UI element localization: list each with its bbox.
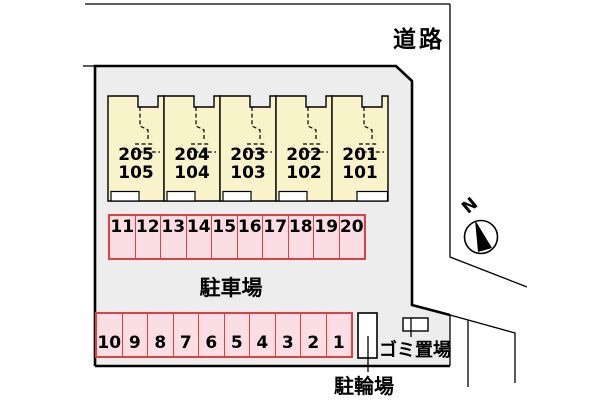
compass-icon [463,219,499,255]
building-unit [331,95,389,202]
parking-space: 13 [161,216,187,258]
parking-space: 8 [148,314,174,356]
parking-space: 5 [225,314,250,356]
parking-space: 6 [199,314,225,356]
parking-space: 18 [289,216,314,258]
bicycle-parking-label: 駐輪場 [334,374,394,398]
parking-space: 17 [263,216,289,258]
parking-space: 12 [136,216,161,258]
building-unit [163,95,221,202]
parking-space: 15 [212,216,238,258]
property-boundary [93,64,451,368]
building-unit [275,95,333,202]
parking-space: 3 [276,314,301,356]
parking-space: 2 [301,314,327,356]
road-edge-bottom-right [449,314,516,387]
parking-space: 10 [97,314,123,356]
parking-space: 9 [123,314,148,356]
garbage-area-label: ゴミ置場 [379,340,451,361]
building-block [107,95,389,202]
parking-space: 16 [238,216,263,258]
road-edge-right [449,4,528,288]
building-unit [219,95,277,202]
building-unit [107,95,165,202]
parking-space: 1 [332,333,345,353]
parking-space: 11 [110,216,136,258]
parking-space: 14 [187,216,212,258]
parking-lot-label: 駐車場 [199,276,263,300]
parking-space: 19 [314,216,340,258]
parking-space: 20 [339,217,364,237]
parking-space: 7 [174,314,199,356]
garbage-area-icon [402,317,429,337]
parking-space: 4 [250,314,276,356]
road-label: 道路 [393,27,445,53]
